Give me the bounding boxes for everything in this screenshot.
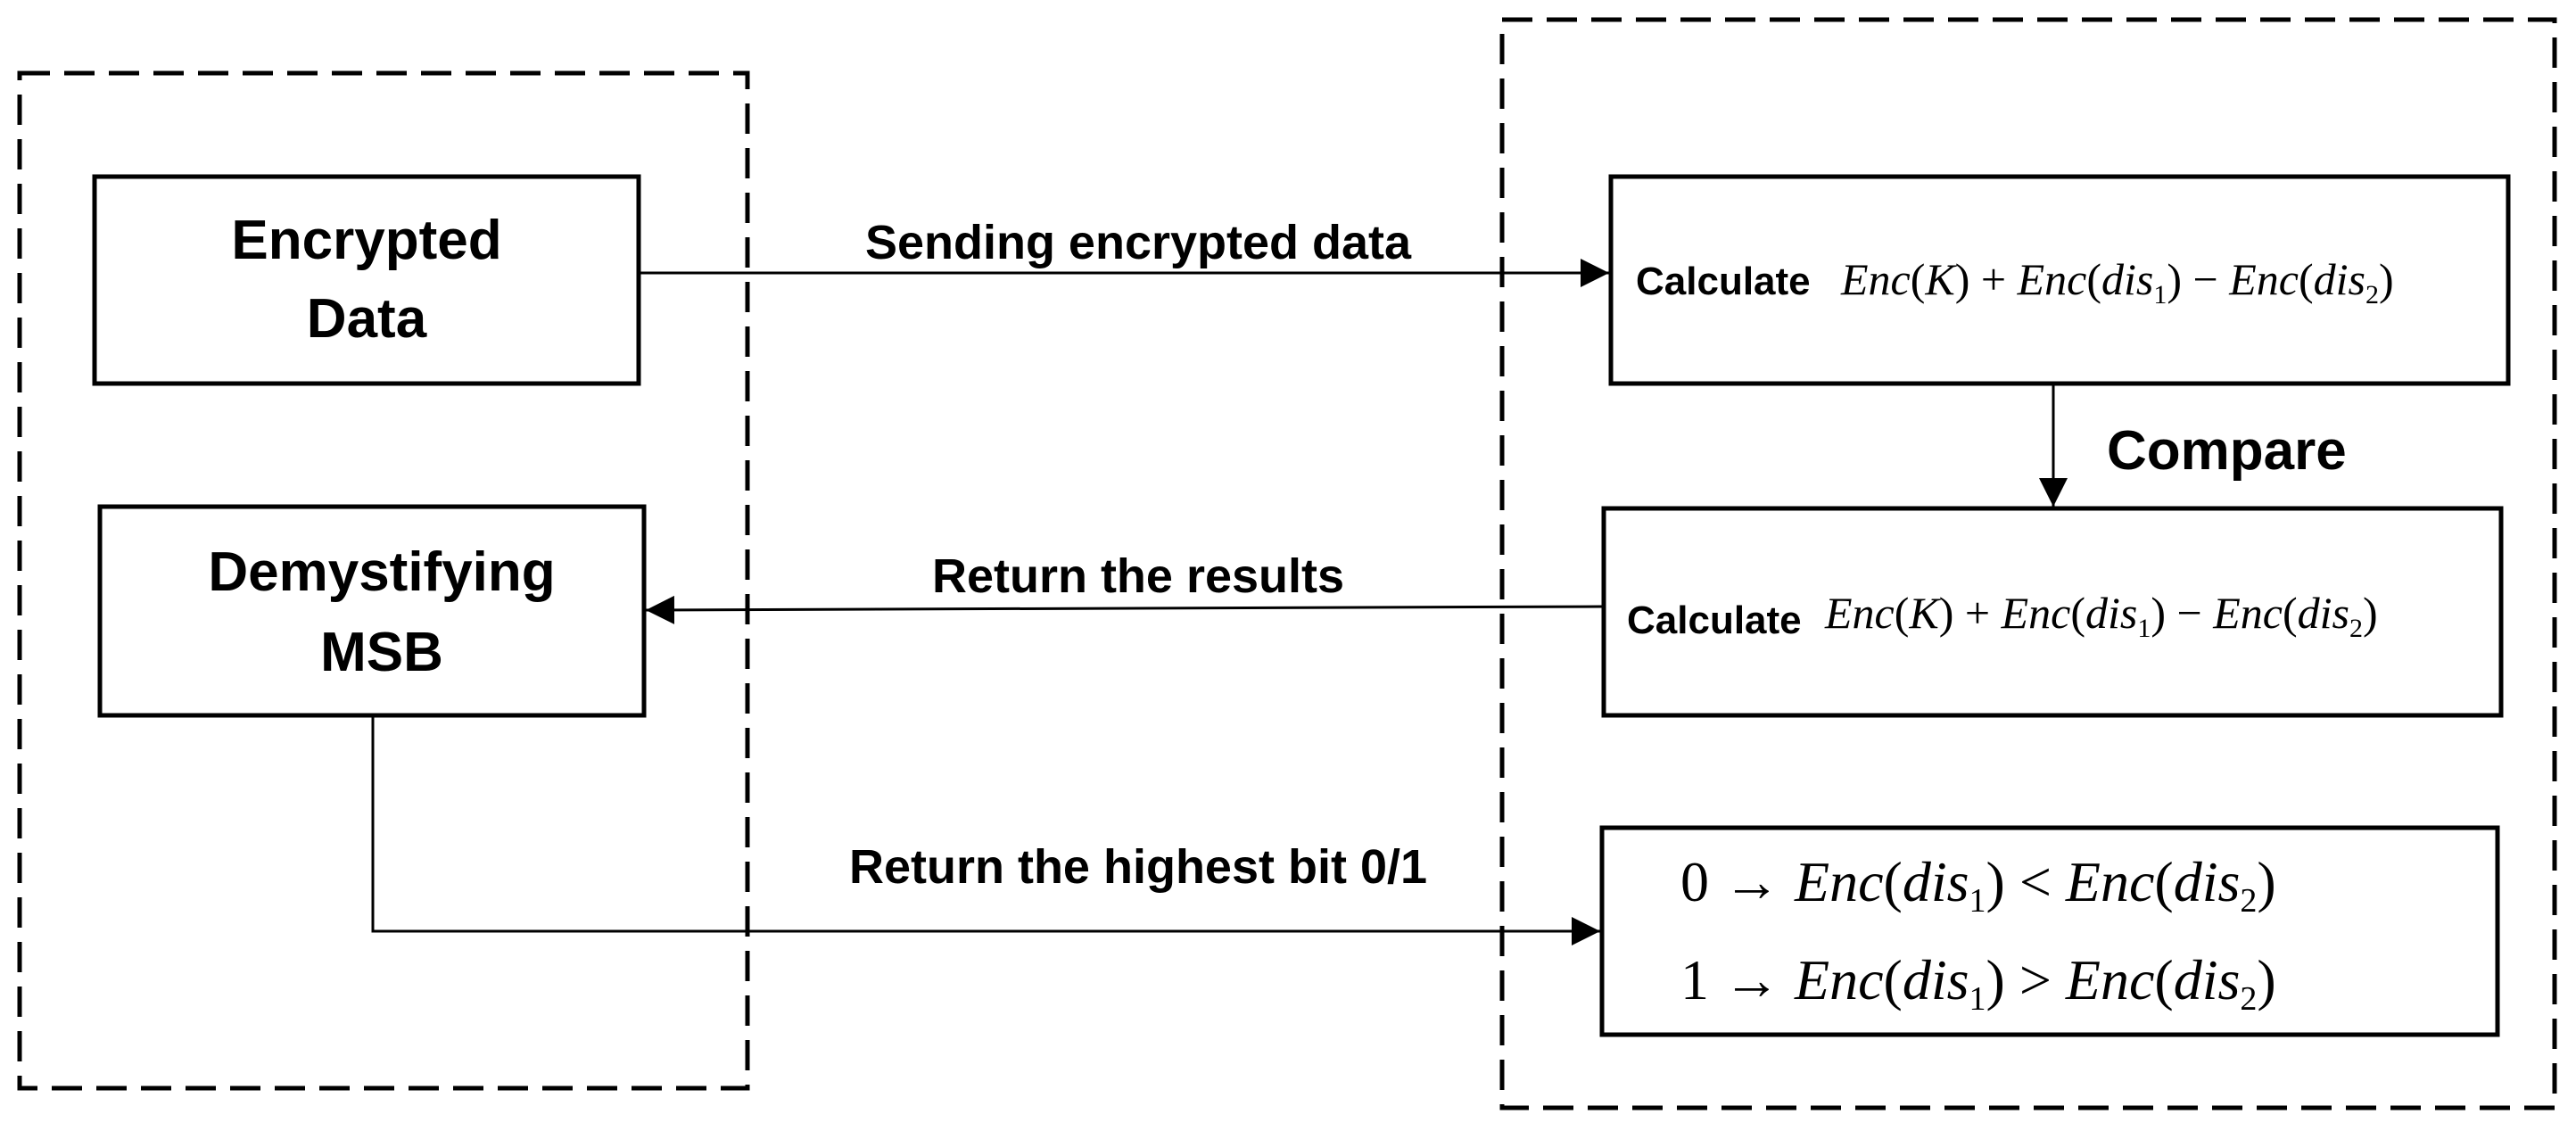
result-box: 0 → Enc(dis1) < Enc(dis2) 1 → Enc(dis1) … [1599, 825, 2500, 1037]
encrypted-data-label-line2: Data [307, 288, 427, 350]
calculate-formula-bottom: Enc(K) + Enc(dis1) − Enc(dis2) [1824, 588, 2378, 643]
result-row-zero: 0 → Enc(dis1) < Enc(dis2) [1680, 850, 2276, 920]
calculate-formula-top: Enc(K) + Enc(dis1) − Enc(dis2) [1840, 254, 2394, 310]
sending-encrypted-data-label: Sending encrypted data [865, 216, 1412, 269]
calculate-box-bottom: Calculate Enc(K) + Enc(dis1) − Enc(dis2) [1601, 506, 2504, 718]
calculate-label-bottom: Calculate [1627, 599, 1802, 642]
return-results-label: Return the results [932, 549, 1344, 603]
calculate-box-top: Calculate Enc(K) + Enc(dis1) − Enc(dis2) [1608, 174, 2511, 386]
demystifying-label-line1: Demystifying [208, 541, 555, 603]
demystifying-label-line2: MSB [320, 622, 443, 683]
demystifying-msb-box: Demystifying MSB [97, 504, 647, 718]
return-highest-bit-label: Return the highest bit 0/1 [849, 840, 1427, 894]
result-row-one: 1 → Enc(dis1) > Enc(dis2) [1680, 948, 2276, 1018]
client-dashed-container [17, 70, 750, 1091]
encrypted-data-box: Encrypted Data [92, 174, 641, 386]
calculate-label-top: Calculate [1636, 260, 1811, 303]
arrow-return-results [645, 595, 1605, 624]
arrow-return-highest-bit [371, 715, 1600, 945]
encrypted-data-label-line1: Encrypted [231, 210, 501, 271]
compare-label: Compare [2107, 420, 2347, 482]
